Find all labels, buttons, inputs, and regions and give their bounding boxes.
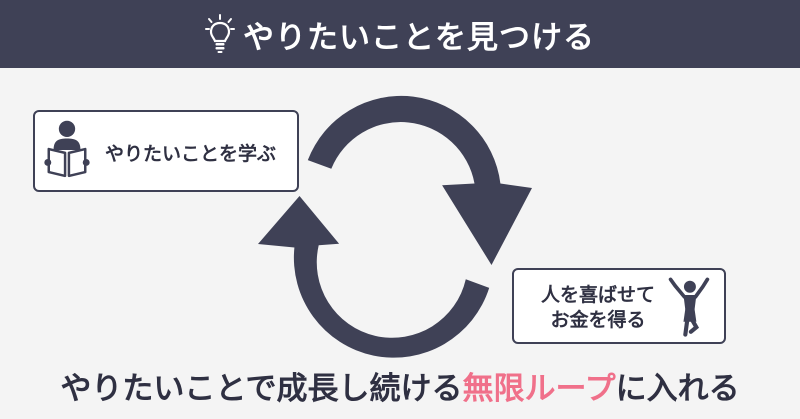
lightbulb-icon: [205, 14, 235, 53]
cycle-arrow-top: [307, 95, 532, 266]
footer-prefix: やりたいことで成長し続ける: [60, 370, 463, 407]
step-earn-line2: お金を得る: [550, 309, 646, 331]
footer-highlight: 無限ループ: [462, 370, 616, 407]
footer-suffix: に入れる: [615, 370, 740, 407]
footer-caption: やりたいことで成長し続ける 無限ループ に入れる: [0, 364, 800, 407]
step-earn-line1: 人を喜ばせて: [540, 284, 655, 306]
page-title: やりたいことを見つける: [243, 19, 595, 56]
step-learn-label: やりたいことを学ぶ: [105, 143, 277, 165]
step-earn-box: 人を喜ばせて お金を得る: [512, 268, 726, 344]
step-learn-box: やりたいことを学ぶ: [33, 110, 299, 192]
reading-person-icon: [44, 120, 90, 178]
step-earn-label: 人を喜ばせて お金を得る: [534, 283, 662, 333]
cheering-person-icon: [668, 277, 710, 337]
header-banner: やりたいことを見つける: [0, 0, 800, 68]
cycle-arrow-bottom: [258, 196, 490, 358]
